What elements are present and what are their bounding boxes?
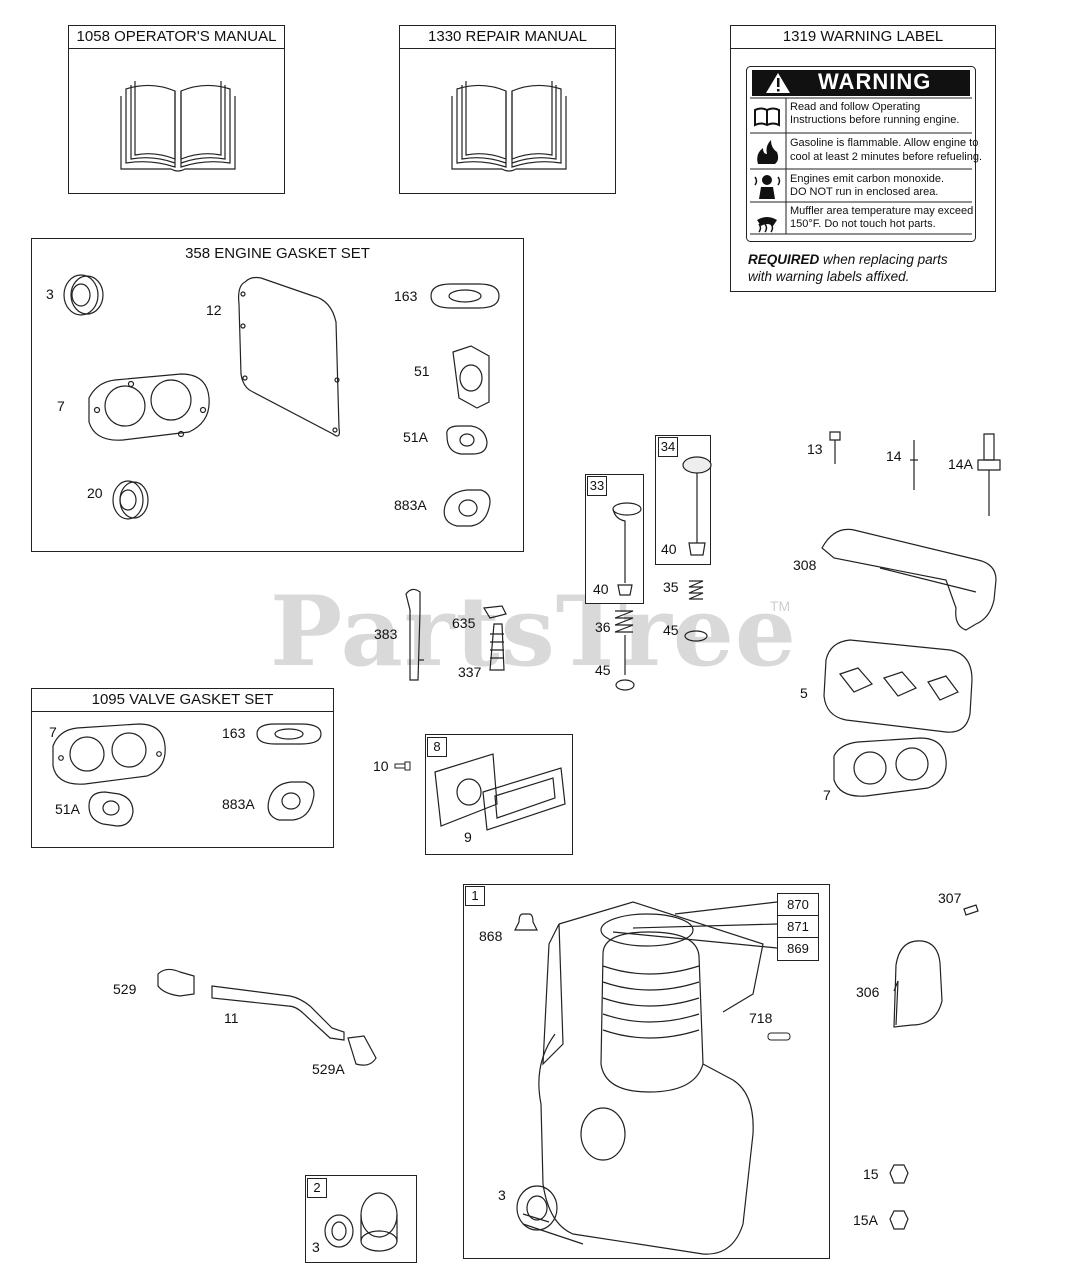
hot-surface-icon: [757, 217, 777, 234]
watermark: PartsTree: [270, 575, 797, 688]
dowel-718-drawing: [765, 1030, 795, 1044]
warning-line-3b: DO NOT run in enclosed area.: [790, 186, 939, 198]
cylinder-block-drawing: [463, 884, 830, 1259]
tag-1: 1: [465, 886, 485, 906]
repair-manual-panel[interactable]: 1330 REPAIR MANUAL: [399, 25, 616, 194]
fumes-icon: [753, 175, 781, 199]
operators-manual-title: 1058 OPERATOR'S MANUAL: [69, 26, 284, 49]
label-306: 306: [856, 984, 880, 1000]
label-883a: 883A: [394, 497, 427, 513]
label-3: 3: [46, 286, 54, 302]
fire-icon: [757, 140, 779, 164]
label-13: 13: [807, 441, 823, 457]
label-51a: 51A: [55, 801, 80, 817]
label-635: 635: [452, 615, 476, 631]
valve-gasket-set-title: 1095 VALVE GASKET SET: [32, 689, 333, 712]
label-337: 337: [458, 664, 482, 680]
valve-gasket-set-panel[interactable]: 1095 VALVE GASKET SET: [31, 688, 334, 848]
label-35: 35: [663, 579, 679, 595]
label-883a: 883A: [222, 796, 255, 812]
callout-869: 869: [777, 937, 819, 961]
label-10: 10: [373, 758, 389, 774]
valve-parts-drawing: [585, 435, 715, 695]
label-7: 7: [49, 724, 57, 740]
warning-line-4b: 150°F. Do not touch hot parts.: [790, 218, 936, 230]
tag-33: 33: [587, 476, 607, 496]
label-11: 11: [224, 1010, 239, 1026]
operators-manual-panel[interactable]: 1058 OPERATOR'S MANUAL: [68, 25, 285, 194]
label-163: 163: [222, 725, 246, 741]
head-parts-drawing: [800, 430, 1010, 830]
label-7: 7: [57, 398, 65, 414]
warning-label-title: 1319 WARNING LABEL: [731, 26, 995, 49]
callout-871: 871: [777, 915, 819, 939]
warning-line-1b: Instructions before running engine.: [790, 114, 960, 126]
warning-heading: WARNING: [818, 69, 932, 94]
tag-8: 8: [427, 737, 447, 757]
label-529a: 529A: [312, 1061, 345, 1077]
tag-34: 34: [658, 437, 678, 457]
label-14: 14: [886, 448, 902, 464]
label-5: 5: [800, 685, 808, 701]
warning-line-3a: Engines emit carbon monoxide.: [790, 173, 945, 185]
valve-gasket-set-drawing: [31, 688, 334, 848]
label-15: 15: [863, 1166, 879, 1182]
label-51a: 51A: [403, 429, 428, 445]
label-40: 40: [661, 541, 677, 557]
label-9: 9: [464, 829, 472, 845]
label-14a: 14A: [948, 456, 973, 472]
label-12: 12: [206, 302, 222, 318]
label-40: 40: [593, 581, 609, 597]
label-308: 308: [793, 557, 817, 573]
label-45: 45: [663, 622, 679, 638]
label-20: 20: [87, 485, 103, 501]
warning-required-note: REQUIRED when replacing parts with warni…: [748, 252, 948, 284]
label-383: 383: [374, 626, 398, 642]
engine-gasket-set-title: 358 ENGINE GASKET SET: [185, 245, 370, 262]
book-icon: [753, 106, 781, 128]
label-868: 868: [479, 928, 503, 944]
label-529: 529: [113, 981, 137, 997]
label-36: 36: [595, 619, 611, 635]
warning-line-4a: Muffler area temperature may exceed: [790, 205, 974, 217]
label-3: 3: [312, 1239, 320, 1255]
warning-line-2a: Gasoline is flammable. Allow engine to: [790, 137, 979, 149]
repair-manual-title: 1330 REPAIR MANUAL: [400, 26, 615, 49]
label-3: 3: [498, 1187, 506, 1203]
engine-gasket-set-drawing: [31, 238, 524, 552]
warning-line-2b: cool at least 2 minutes before refueling…: [790, 151, 983, 163]
shield-parts-drawing: [880, 895, 1000, 1235]
label-718: 718: [749, 1010, 773, 1026]
callout-870: 870: [777, 893, 819, 917]
watermark-trademark: TM: [770, 598, 791, 614]
label-163: 163: [394, 288, 418, 304]
label-45: 45: [595, 662, 611, 678]
breather-tube-drawing: [150, 960, 390, 1070]
warning-line-1a: Read and follow Operating: [790, 101, 921, 113]
tag-2: 2: [307, 1178, 327, 1198]
label-307: 307: [938, 890, 962, 906]
breather-8-drawing: [425, 734, 573, 855]
screw-10-drawing: [393, 758, 413, 774]
label-15a: 15A: [853, 1212, 878, 1228]
open-book-icon: [444, 71, 574, 181]
label-7: 7: [823, 787, 831, 803]
open-book-icon: [113, 71, 243, 181]
bearing-2-drawing: [305, 1175, 417, 1263]
label-51: 51: [414, 363, 430, 379]
breather-parts-drawing: [390, 580, 540, 700]
warning-sticker: [746, 66, 976, 242]
